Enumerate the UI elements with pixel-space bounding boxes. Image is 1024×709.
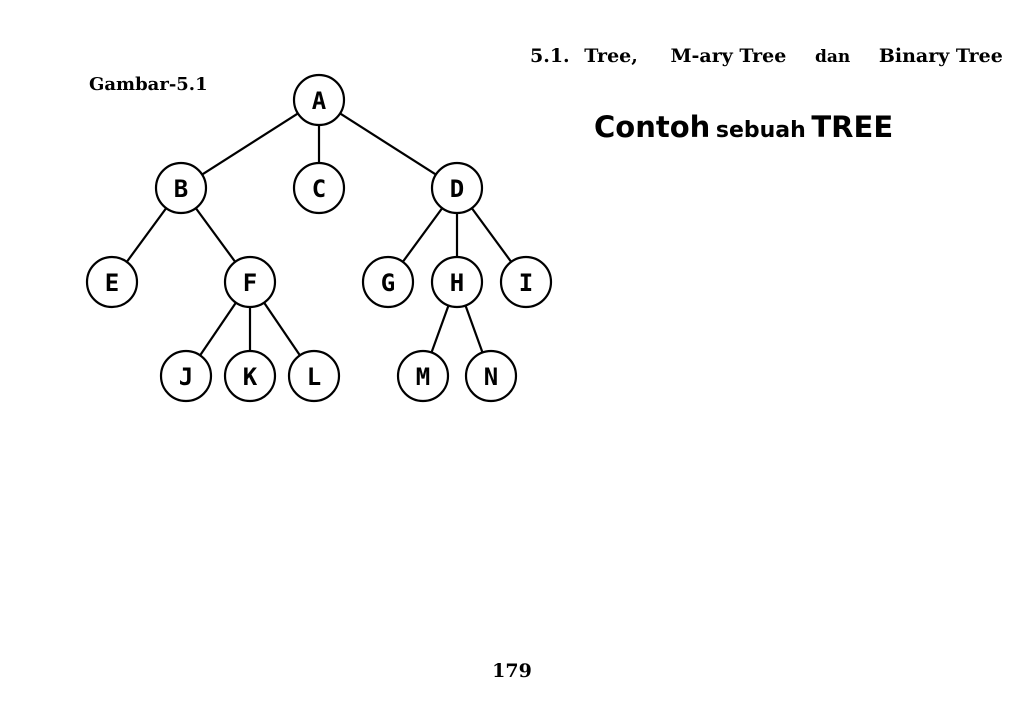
node-circle bbox=[287, 349, 341, 403]
caption-word: TREE bbox=[811, 110, 894, 144]
figure-label: Gambar-5.1 bbox=[89, 74, 208, 95]
node-label: D bbox=[450, 175, 464, 203]
edge-a-b bbox=[201, 112, 299, 176]
node-label: F bbox=[243, 269, 257, 297]
tree-node-h: H bbox=[430, 255, 484, 309]
edge-b-f bbox=[194, 207, 237, 263]
node-label: M bbox=[416, 363, 430, 391]
edge-h-m bbox=[430, 305, 450, 353]
tree-node-c: C bbox=[292, 161, 346, 215]
node-label: N bbox=[484, 363, 498, 391]
caption-word: Contoh bbox=[594, 110, 711, 144]
tree-node-b: B bbox=[154, 161, 208, 215]
caption-word: sebuah bbox=[715, 118, 806, 143]
node-circle bbox=[464, 349, 518, 403]
node-label: I bbox=[519, 269, 533, 297]
node-circle bbox=[499, 255, 553, 309]
section-heading: 5.1. Tree, M-ary Tree dan Binary Tree bbox=[530, 45, 1003, 67]
section-title-word: dan bbox=[814, 47, 851, 67]
node-label: H bbox=[450, 269, 464, 297]
tree-nodes: A B C D E F G H I J K L M N bbox=[85, 73, 553, 403]
tree-node-i: I bbox=[499, 255, 553, 309]
node-label: K bbox=[243, 363, 258, 391]
edge-b-e bbox=[125, 207, 168, 263]
node-label: A bbox=[312, 87, 327, 115]
edge-h-n bbox=[464, 305, 484, 353]
node-circle bbox=[430, 255, 484, 309]
tree-edges bbox=[125, 112, 513, 356]
node-circle bbox=[223, 349, 277, 403]
section-number: 5.1. bbox=[530, 45, 570, 67]
edge-f-j bbox=[199, 302, 237, 356]
edge-f-l bbox=[263, 302, 301, 356]
node-label: J bbox=[179, 363, 193, 391]
node-circle bbox=[430, 161, 484, 215]
page-number: 179 bbox=[492, 660, 532, 682]
node-circle bbox=[159, 349, 213, 403]
node-circle bbox=[361, 255, 415, 309]
node-label: B bbox=[174, 175, 188, 203]
tree-node-a: A bbox=[292, 73, 346, 127]
section-title-word: Tree, bbox=[584, 45, 638, 67]
tree-node-m: M bbox=[396, 349, 450, 403]
node-circle bbox=[223, 255, 277, 309]
node-circle bbox=[396, 349, 450, 403]
tree-node-f: F bbox=[223, 255, 277, 309]
node-circle bbox=[292, 161, 346, 215]
tree-node-e: E bbox=[85, 255, 139, 309]
tree-node-j: J bbox=[159, 349, 213, 403]
node-label: L bbox=[307, 363, 321, 391]
tree-node-k: K bbox=[223, 349, 277, 403]
node-label: G bbox=[381, 269, 395, 297]
edge-d-i bbox=[470, 207, 513, 263]
tree-node-d: D bbox=[430, 161, 484, 215]
node-circle bbox=[154, 161, 208, 215]
figure-caption: Contoh sebuah TREE bbox=[594, 110, 893, 144]
edge-a-d bbox=[339, 112, 437, 176]
node-circle bbox=[292, 73, 346, 127]
tree-node-l: L bbox=[287, 349, 341, 403]
node-label: C bbox=[312, 175, 326, 203]
section-title-word: Binary Tree bbox=[878, 45, 1003, 67]
tree-node-n: N bbox=[464, 349, 518, 403]
edge-d-g bbox=[401, 207, 444, 263]
node-label: E bbox=[105, 269, 119, 297]
section-title-word: M-ary Tree bbox=[670, 45, 787, 67]
tree-node-g: G bbox=[361, 255, 415, 309]
node-circle bbox=[85, 255, 139, 309]
